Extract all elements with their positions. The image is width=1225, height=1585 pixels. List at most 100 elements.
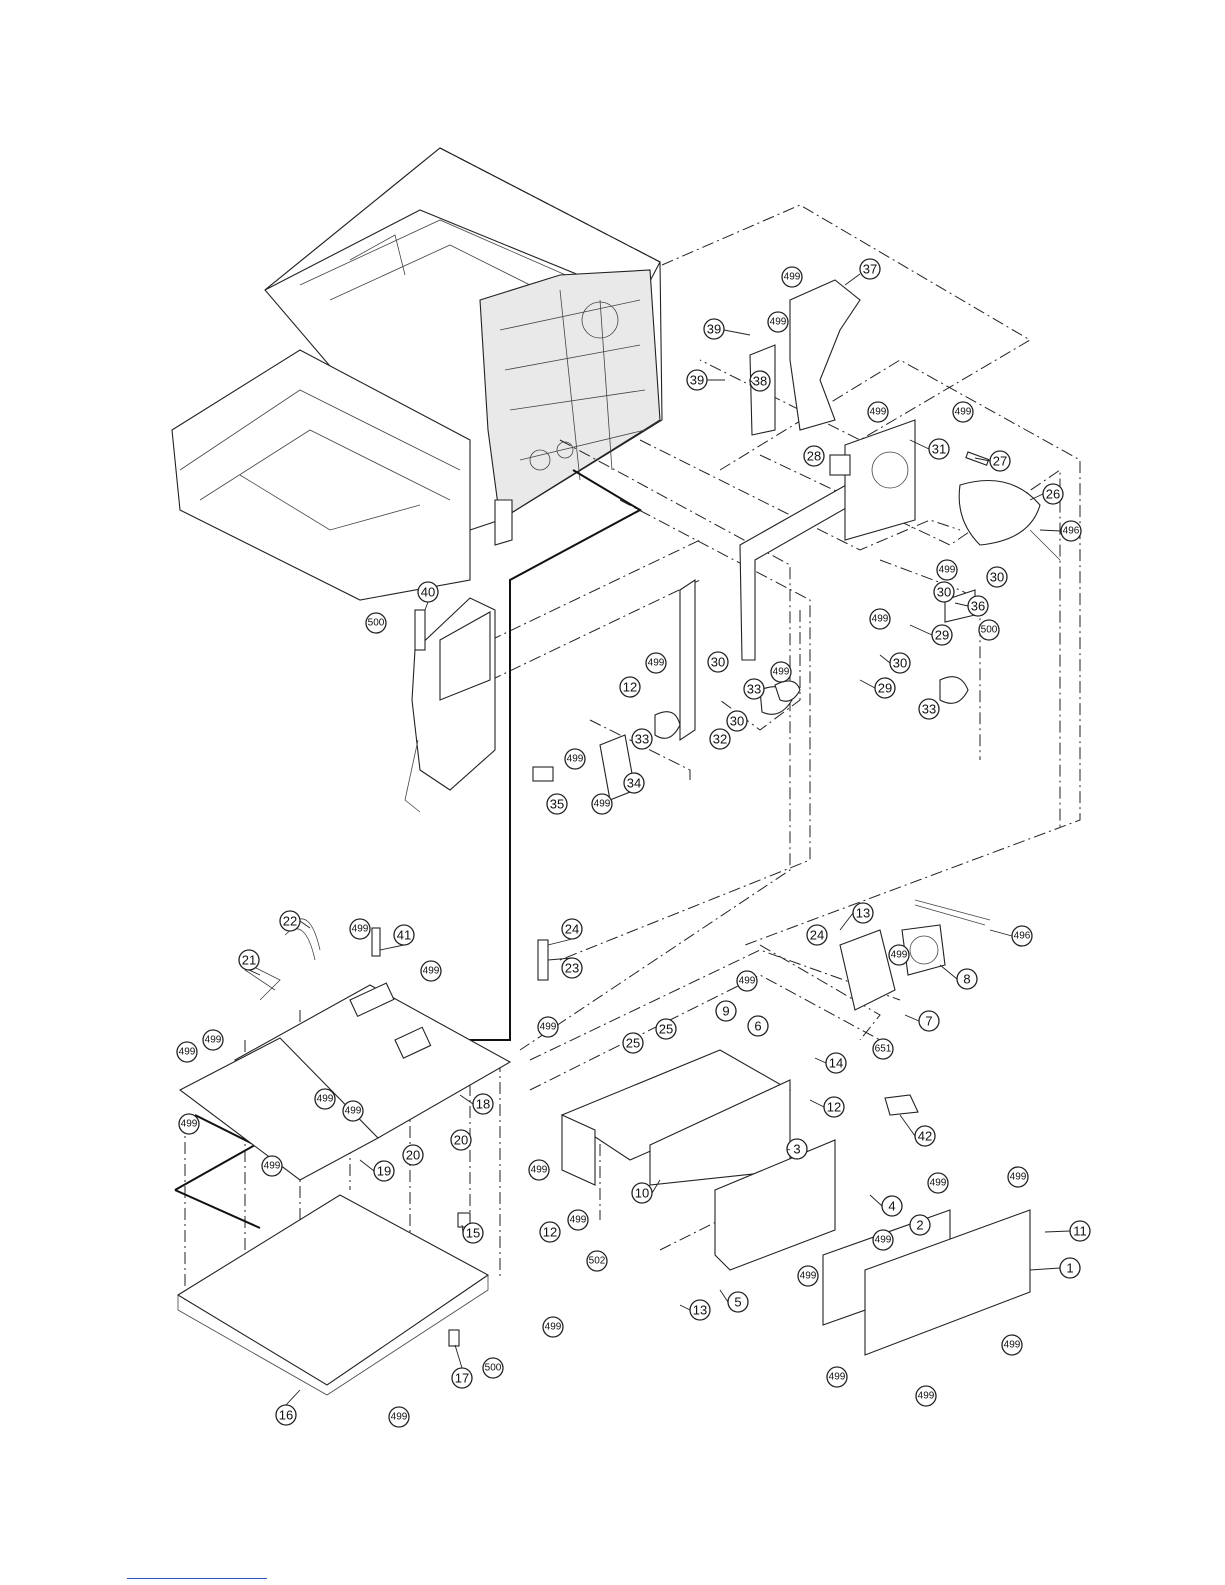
part-callout: 27 xyxy=(989,450,1011,472)
svg-text:23: 23 xyxy=(565,961,579,976)
part-callout: 30 xyxy=(933,581,955,603)
svg-text:30: 30 xyxy=(730,714,744,729)
svg-text:499: 499 xyxy=(317,1094,334,1105)
svg-text:499: 499 xyxy=(1004,1340,1021,1351)
svg-text:500: 500 xyxy=(981,625,998,636)
svg-text:15: 15 xyxy=(466,1226,480,1241)
part-callout: 5 xyxy=(727,1291,749,1313)
part-callout: 499 xyxy=(915,1385,937,1407)
svg-text:9: 9 xyxy=(722,1004,729,1019)
drive-frame xyxy=(532,279,1061,801)
svg-text:27: 27 xyxy=(993,454,1007,469)
part-callout: 21 xyxy=(238,949,260,971)
svg-text:499: 499 xyxy=(205,1035,222,1046)
part-callout: 15 xyxy=(462,1222,484,1244)
svg-text:18: 18 xyxy=(476,1097,490,1112)
svg-text:24: 24 xyxy=(565,922,579,937)
part-callout: 39 xyxy=(686,369,708,391)
part-callout: 499 xyxy=(888,944,910,966)
part-callout: 499 xyxy=(542,1316,564,1338)
part-callout: 651 xyxy=(872,1038,894,1060)
svg-text:499: 499 xyxy=(545,1322,562,1333)
svg-text:499: 499 xyxy=(345,1106,362,1117)
part-callout: 25 xyxy=(622,1032,644,1054)
part-callout: 11 xyxy=(1069,1220,1091,1242)
part-callout: 37 xyxy=(859,258,881,280)
part-callout: 33 xyxy=(918,698,940,720)
side-panel xyxy=(404,597,496,813)
svg-text:31: 31 xyxy=(932,442,946,457)
svg-text:8: 8 xyxy=(963,972,970,987)
part-callout: 36 xyxy=(967,595,989,617)
part-callout: 496 xyxy=(1011,925,1033,947)
part-callout: 499 xyxy=(567,1209,589,1231)
part-callout: 499 xyxy=(178,1113,200,1135)
part-callout: 3 xyxy=(786,1138,808,1160)
svg-text:499: 499 xyxy=(829,1372,846,1383)
svg-text:22: 22 xyxy=(283,914,297,929)
part-callout: 39 xyxy=(703,318,725,340)
part-callout: 24 xyxy=(806,924,828,946)
part-callout: 30 xyxy=(889,652,911,674)
part-callout: 499 xyxy=(202,1029,224,1051)
svg-text:33: 33 xyxy=(747,682,761,697)
part-callout: 499 xyxy=(388,1406,410,1428)
part-callout: 34 xyxy=(623,772,645,794)
part-callout: 2 xyxy=(909,1214,931,1236)
part-callout: 499 xyxy=(770,661,792,683)
part-callout: 500 xyxy=(365,612,387,634)
svg-text:34: 34 xyxy=(627,776,641,791)
part-callout: 35 xyxy=(546,793,568,815)
svg-text:17: 17 xyxy=(455,1371,469,1386)
svg-text:2: 2 xyxy=(916,1218,923,1233)
svg-text:499: 499 xyxy=(800,1271,817,1282)
svg-text:499: 499 xyxy=(352,924,369,935)
svg-text:499: 499 xyxy=(773,667,790,678)
part-callout: 499 xyxy=(952,401,974,423)
svg-text:499: 499 xyxy=(784,272,801,283)
svg-text:500: 500 xyxy=(368,618,385,629)
svg-text:499: 499 xyxy=(423,966,440,977)
part-callout: 499 xyxy=(537,1016,559,1038)
svg-text:25: 25 xyxy=(659,1022,673,1037)
part-callout: 499 xyxy=(869,608,891,630)
part-callout: 4 xyxy=(881,1195,903,1217)
svg-text:38: 38 xyxy=(753,374,767,389)
part-callout: 1 xyxy=(1059,1257,1081,1279)
svg-text:499: 499 xyxy=(1010,1172,1027,1183)
svg-text:499: 499 xyxy=(264,1161,281,1172)
part-callout: 499 xyxy=(314,1088,336,1110)
part-callout: 499 xyxy=(349,918,371,940)
part-callout: 499 xyxy=(936,559,958,581)
svg-text:39: 39 xyxy=(707,322,721,337)
svg-text:30: 30 xyxy=(937,585,951,600)
power-supply-assembly xyxy=(560,899,1031,1356)
part-callout: 499 xyxy=(528,1159,550,1181)
svg-text:6: 6 xyxy=(754,1019,761,1034)
svg-text:29: 29 xyxy=(878,681,892,696)
svg-text:5: 5 xyxy=(734,1295,741,1310)
svg-text:499: 499 xyxy=(872,614,889,625)
part-callout: 499 xyxy=(261,1155,283,1177)
svg-text:30: 30 xyxy=(893,656,907,671)
svg-text:496: 496 xyxy=(1063,526,1080,537)
part-callout: 30 xyxy=(726,710,748,732)
part-callout: 8 xyxy=(956,968,978,990)
svg-text:16: 16 xyxy=(279,1408,293,1423)
controller-boards xyxy=(176,918,549,1396)
svg-text:499: 499 xyxy=(391,1412,408,1423)
svg-text:499: 499 xyxy=(770,317,787,328)
svg-text:3: 3 xyxy=(793,1142,800,1157)
part-callout: 499 xyxy=(736,970,758,992)
svg-text:499: 499 xyxy=(531,1165,548,1176)
part-callout: 9 xyxy=(715,1000,737,1022)
svg-text:499: 499 xyxy=(540,1022,557,1033)
part-callout: 499 xyxy=(420,960,442,982)
part-callout: 33 xyxy=(631,728,653,750)
svg-text:10: 10 xyxy=(635,1186,649,1201)
part-callout: 12 xyxy=(539,1221,561,1243)
part-callout: 499 xyxy=(1001,1334,1023,1356)
svg-text:24: 24 xyxy=(810,928,824,943)
part-callout: 499 xyxy=(591,793,613,815)
